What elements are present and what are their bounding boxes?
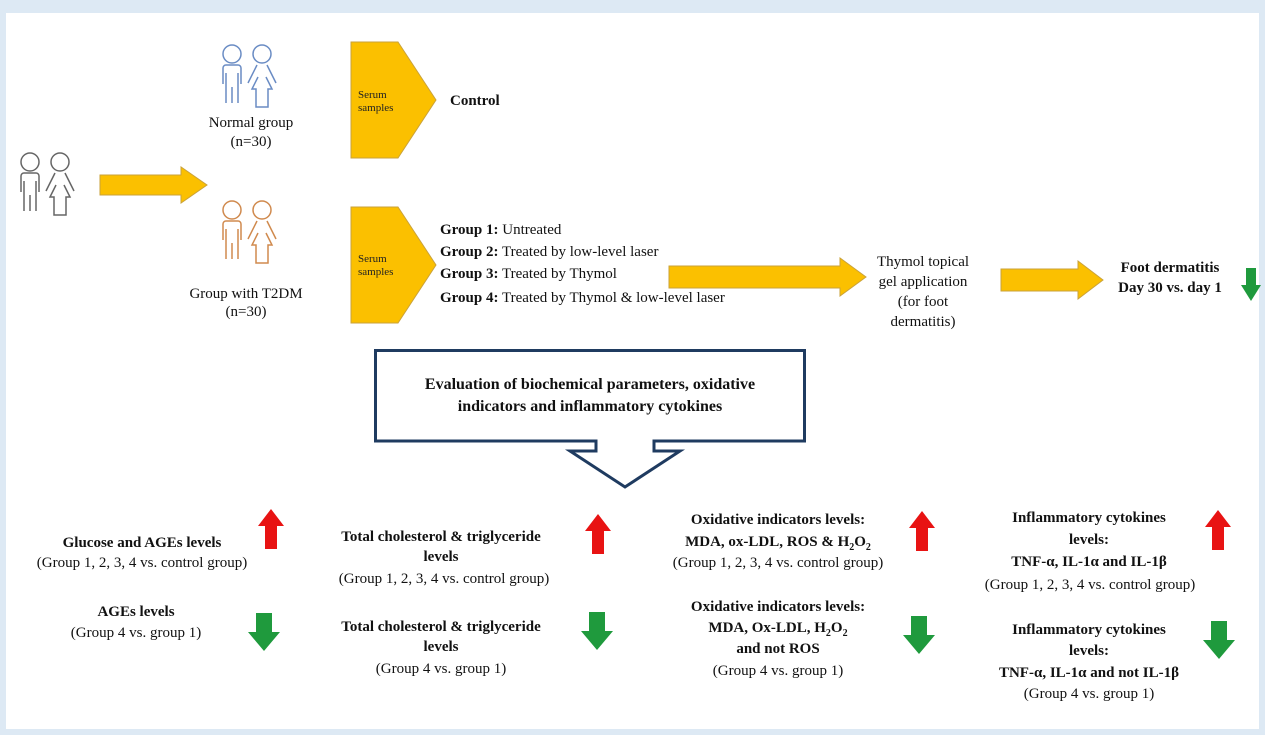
group-3-item: Group 3: Treated by Thymol [440,266,617,282]
inflammatory-decrease-cytokines: TNF-α, IL-1α and not IL-1β [998,665,1180,681]
yellow-right-arrow-icon [668,257,867,297]
yellow-right-arrow-icon [1000,259,1104,301]
t2dm-group-count: (n=30) [225,304,267,320]
inflammatory-decrease-comparison: (Group 4 vs. group 1) [1023,686,1155,702]
inflammatory-decrease-title: Inflammatory cytokines [1012,622,1166,638]
red-up-arrow-icon [258,509,284,549]
inflammatory-increase-cytokines: TNF-α, IL-1α and IL-1β [1011,554,1167,570]
normal-group-label: Normal group [208,115,294,131]
control-label: Control [450,93,500,109]
green-down-arrow-icon [1203,621,1235,659]
group-2-item: Group 2: Treated by low-level laser [440,244,659,260]
red-up-arrow-icon [909,511,935,551]
oxidative-decrease-note: and not ROS [736,641,820,657]
green-down-arrow-icon [248,613,280,651]
group-1-item: Group 1: Untreated [440,222,562,238]
group-4-item: Group 4: Treated by Thymol & low-level l… [440,290,725,306]
yellow-right-arrow-icon [99,166,208,204]
cholesterol-increase-title-2: levels [423,549,459,565]
glucose-ages-comparison: (Group 1, 2, 3, 4 vs. control group) [36,555,248,571]
t2dm-group-label: Group with T2DM [189,286,303,302]
cholesterol-decrease-title-2: levels [423,639,459,655]
inflammatory-increase-comparison: (Group 1, 2, 3, 4 vs. control group) [984,577,1196,593]
green-down-arrow-icon [581,612,613,650]
serum-samples-pentagon-normal [350,41,437,159]
oxidative-increase-title: Oxidative indicators levels: [690,512,866,528]
evaluation-callout-box [374,349,806,489]
serum-samples-pentagon-t2dm [350,206,437,324]
ages-decrease-comparison: (Group 4 vs. group 1) [70,625,202,641]
inflammatory-decrease-title-2: levels: [1069,643,1109,659]
red-up-arrow-icon [1205,510,1231,550]
oxidative-decrease-markers: MDA, Ox-LDL, H2O2 [708,620,848,639]
red-up-arrow-icon [585,514,611,554]
green-down-arrow-icon [903,616,935,654]
green-down-arrow-icon [1241,268,1261,301]
oxidative-increase-comparison: (Group 1, 2, 3, 4 vs. control group) [672,555,884,571]
two-people-icon [20,152,75,216]
oxidative-decrease-comparison: (Group 4 vs. group 1) [712,663,844,679]
cholesterol-decrease-title: Total cholesterol & triglyceride [341,619,541,635]
glucose-ages-title: Glucose and AGEs levels [62,535,222,551]
t2dm-group-people-icon [222,200,277,264]
cholesterol-increase-title: Total cholesterol & triglyceride [341,529,541,545]
cholesterol-decrease-comparison: (Group 4 vs. group 1) [375,661,507,677]
inflammatory-increase-title: Inflammatory cytokines [1012,510,1166,526]
inflammatory-increase-title-2: levels: [1069,532,1109,548]
oxidative-increase-markers: MDA, ox-LDL, ROS & H2O2 [685,534,871,553]
oxidative-decrease-title: Oxidative indicators levels: [690,599,866,615]
normal-group-count: (n=30) [230,134,272,150]
cholesterol-increase-comparison: (Group 1, 2, 3, 4 vs. control group) [338,571,550,587]
evaluation-title: Evaluation of biochemical parameters, ox… [424,376,756,415]
ages-decrease-title: AGEs levels [97,604,175,620]
normal-group-people-icon [222,44,277,108]
